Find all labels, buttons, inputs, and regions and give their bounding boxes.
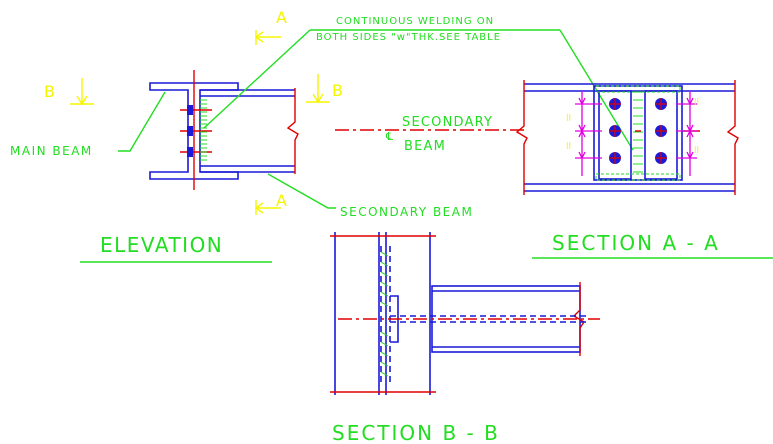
cut-b-right-letter: B [332,81,343,100]
elevation-break-line [286,88,299,174]
secondary-label-top: SECONDARY [402,115,493,130]
svg-text:ll: ll [694,146,699,156]
weld-note-line1: CONTINUOUS WELDING ON [336,16,494,27]
secondary-beam-leader-label: SECONDARY BEAM [340,205,473,219]
section-bb-break [572,282,585,356]
section-aa-weld-hatch [595,85,681,181]
secondary-beam-centerline: SECONDARY ℄ BEAM [335,115,528,154]
section-aa-bolts [609,98,700,164]
section-aa-left-plate [598,90,632,180]
svg-text:ll: ll [694,98,699,108]
section-aa-break-left [515,80,528,195]
centerline-symbol: ℄ [385,130,393,143]
section-aa-dimensions-right: ll ll [676,91,699,176]
section-bb-title: SECTION B - B [332,421,500,444]
cut-a-top-letter: A [276,8,287,27]
section-bb-weld-hatch [380,251,389,377]
weld-note-line2: BOTH SIDES "w"THK.SEE TABLE [316,32,501,43]
cut-b-left-letter: B [44,82,55,101]
secondary-label-bottom: BEAM [404,139,446,154]
section-aa-break-right [726,80,739,195]
section-bb-main-beam-flanges [334,232,431,395]
secondary-beam-outline [200,89,295,173]
section-bb-plate-hidden [380,246,590,384]
elevation-title: ELEVATION [100,233,223,257]
main-beam-leader [118,91,166,152]
section-aa-title: SECTION A - A [552,231,720,255]
cut-a-bottom-letter: A [276,191,287,210]
section-aa-view: ll ll ll ll SECTION A - A [515,80,773,259]
main-beam-label: MAIN BEAM [10,144,93,158]
elevation-bolts [180,105,212,157]
svg-text:ll: ll [566,142,571,152]
elevation-weld-hatch [200,99,207,161]
section-mark-b-left: B [44,78,94,106]
secondary-beam-leader-line [267,173,336,209]
section-mark-b-right: B [306,74,343,104]
section-aa-dimensions-left: ll ll [566,91,602,176]
section-aa-flanges [524,83,735,192]
section-mark-a-bottom: A [254,191,287,215]
section-mark-a-top: A [254,8,287,45]
section-aa-right-plate [644,90,678,180]
elevation-view: A A B B MAIN BEAM SECONDARY BEAM [10,8,473,263]
section-bb-view: SECTION B - B [330,232,600,444]
svg-text:ll: ll [566,114,571,124]
weld-note-leader-to-elevation [203,29,311,129]
